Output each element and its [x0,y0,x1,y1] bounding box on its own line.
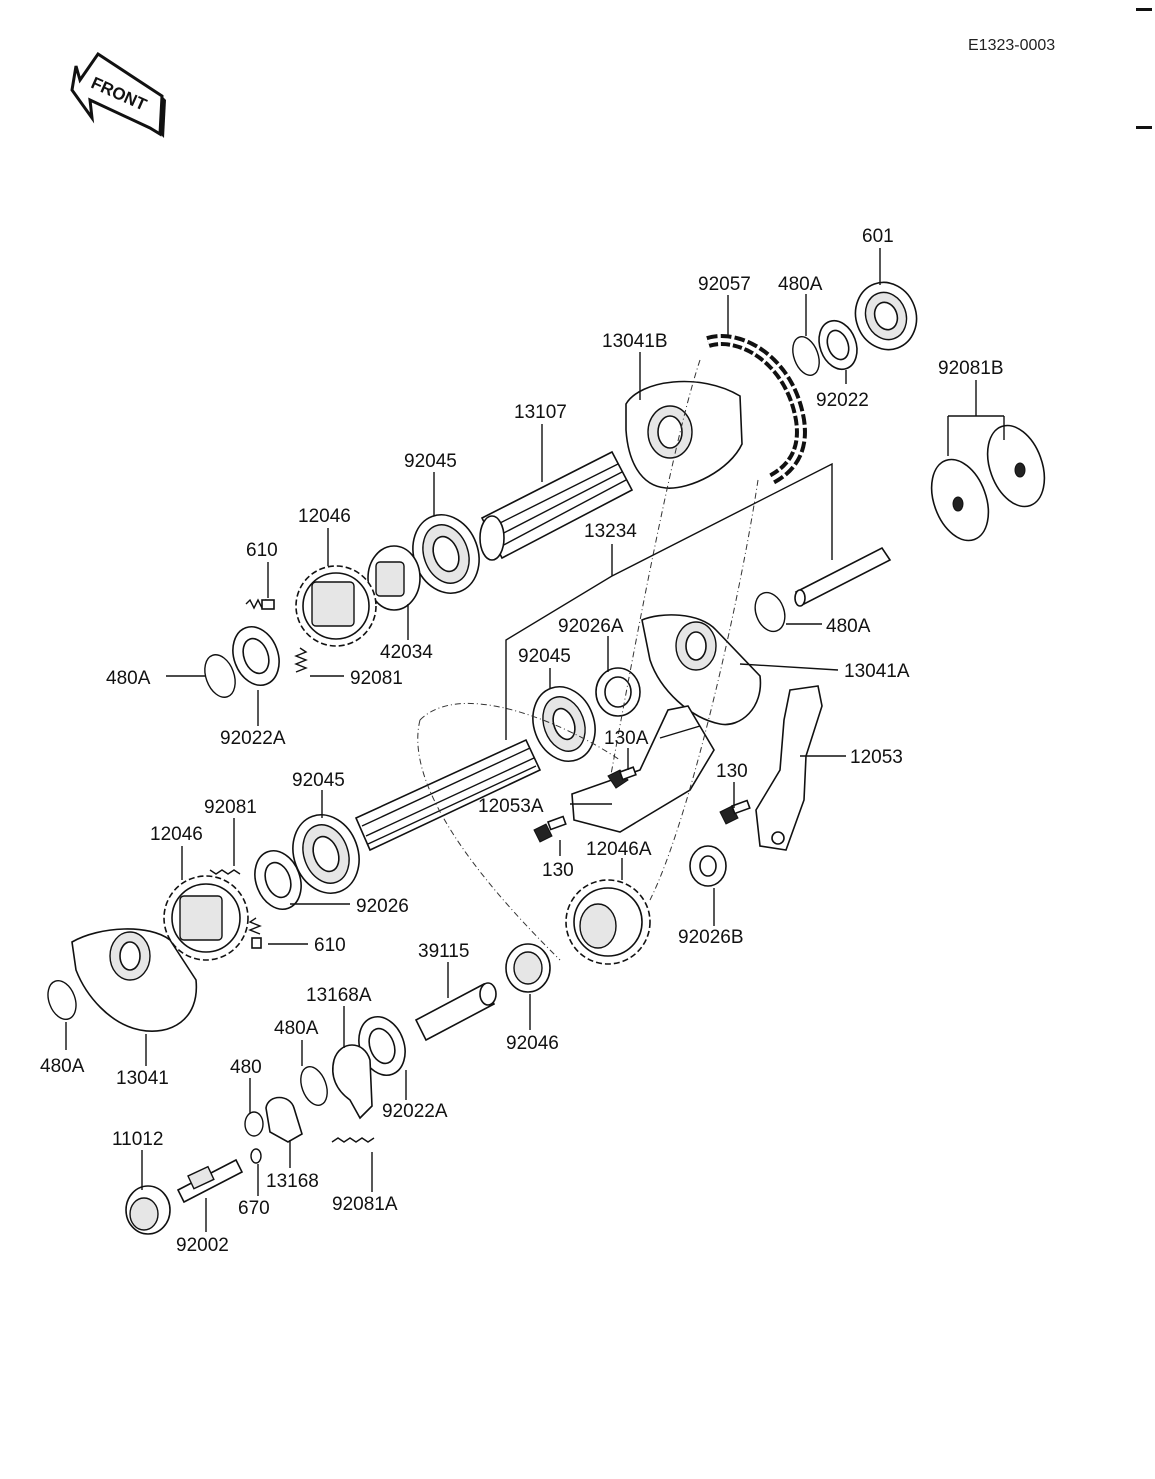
part-480-circlip [244,1111,264,1137]
part-92045-bearing [292,814,360,894]
part-12046-sprocket [163,875,249,961]
label-601: 601 [862,226,894,247]
part-11012-cap [125,1185,171,1235]
part-130-bolt [719,799,751,825]
part-610-spring [245,598,275,610]
part-92045-bearing [532,686,596,762]
label-12046: 12046 [298,506,351,527]
part-610-spring [248,917,262,949]
label-12053A: 12053A [478,796,544,817]
label-480A: 480A [40,1056,85,1077]
label-670: 670 [238,1198,270,1219]
label-92026A: 92026A [558,616,624,637]
part-130-bolt [533,815,567,843]
leader-line [947,380,1005,456]
label-13107: 13107 [514,402,567,423]
label-130A: 130A [604,728,649,749]
part-92081-spring [294,647,308,673]
label-130: 130 [542,860,574,881]
part-92026A-spacer [595,667,641,717]
label-39115: 39115 [418,941,469,962]
label-480A: 480A [274,1018,319,1039]
assembly-line [649,479,759,901]
part-13041B-cam [625,380,743,489]
label-480: 480 [230,1057,262,1078]
label-13168A: 13168A [306,985,372,1006]
label-13234: 13234 [584,521,637,542]
part-480A-circlip [754,591,786,633]
label-92057: 92057 [698,274,751,295]
part-13234-shaft [354,738,542,852]
assembly-line [417,719,561,961]
part-92081-spring [209,869,241,875]
part-92046-bearing [505,943,551,993]
part-shaft-pin [794,546,892,607]
label-92046: 92046 [506,1033,559,1054]
label-92081: 92081 [204,797,257,818]
part-12053A-lever [571,705,715,833]
part-92022A-washer [232,626,280,686]
label-92002: 92002 [176,1235,229,1256]
part-92002-stud [176,1158,244,1204]
assembly-line [419,702,621,761]
label-92022: 92022 [816,390,869,411]
label-92022A: 92022A [220,728,286,749]
part-480A-circlip [300,1066,328,1106]
part-39115-shaft [414,982,497,1042]
label-92081B: 92081B [938,358,1004,379]
label-92081A: 92081A [332,1194,398,1215]
part-601-bearing [854,281,918,351]
label-92045: 92045 [404,451,457,472]
margin-mark [1136,8,1152,11]
label-12046A: 12046A [586,839,652,860]
leader-line [505,462,833,740]
part-92081B-washers [930,424,1046,542]
label-12053: 12053 [850,747,903,768]
label-480A: 480A [106,668,151,689]
part-13107-shaft [479,450,634,561]
label-12046: 12046 [150,824,203,845]
front-arrow-icon: FRONT [70,51,166,138]
label-130: 130 [716,761,748,782]
part-13168-plate [265,1096,303,1143]
label-92045: 92045 [292,770,345,791]
part-92022-washer [818,319,858,371]
part-12046-sprocket [295,565,377,647]
label-13168: 13168 [266,1171,319,1192]
part-92026B-washer [689,845,727,887]
label-92026B: 92026B [678,927,744,948]
part-13041A-cam [641,614,762,726]
part-92081A-spring [331,1137,375,1143]
label-92081: 92081 [350,668,403,689]
leader-line [739,663,839,671]
label-610: 610 [246,540,278,561]
part-480A-circlip [792,336,820,376]
label-13041B: 13041B [602,331,668,352]
drawing-code: E1323-0003 [968,37,1055,54]
label-480A: 480A [826,616,871,637]
part-480A-circlip [204,654,236,698]
margin-mark [1136,126,1152,129]
part-42034-hub [367,545,421,611]
label-11012: 11012 [112,1129,163,1150]
assembly-line [609,359,701,781]
part-92057-chain [706,334,807,486]
part-12046A-sprocket [565,879,651,965]
part-12053-lever [755,685,823,851]
label-92022A: 92022A [382,1101,448,1122]
label-92026: 92026 [356,896,409,917]
label-42034: 42034 [380,642,433,663]
label-13041A: 13041A [844,661,910,682]
label-92045: 92045 [518,646,571,667]
label-610: 610 [314,935,346,956]
part-480A-circlip [47,979,77,1021]
part-92026-washer [254,850,302,910]
label-480A: 480A [778,274,823,295]
part-13041-cam [71,928,198,1032]
part-13168A-plate [332,1044,373,1120]
label-13041: 13041 [116,1068,169,1089]
part-130A-bolt [607,766,637,789]
part-670-oring [250,1148,262,1164]
